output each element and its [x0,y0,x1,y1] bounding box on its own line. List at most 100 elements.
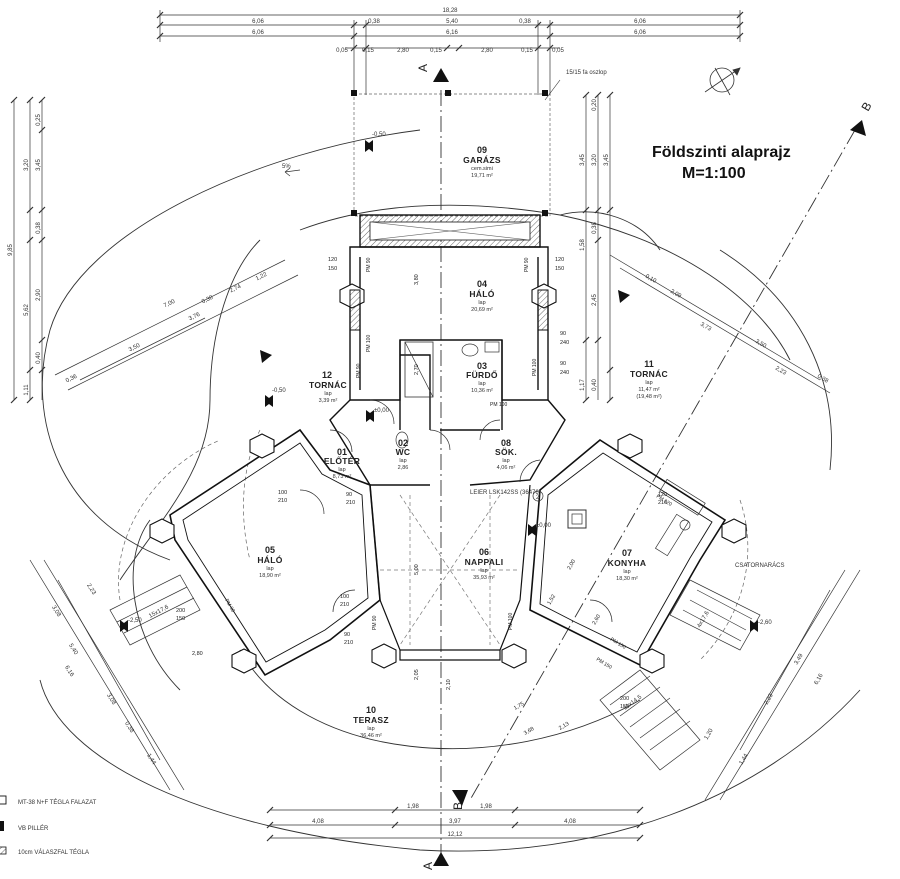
stairs-left [109,574,201,646]
legend-item-partition: 10cm VÁLASZFAL TÉGLA [0,846,89,856]
svg-text:2,80: 2,80 [481,48,493,54]
porch-columns [149,283,747,674]
svg-text:PM 90: PM 90 [223,598,236,614]
svg-text:lap: lap [478,381,485,387]
svg-text:KONYHA: KONYHA [608,558,647,568]
svg-text:±0,00: ±0,00 [536,523,552,529]
room-label-hall: 01 ELŐTÉR lap 8,73 m² [324,447,360,480]
svg-text:150: 150 [555,266,564,272]
svg-text:3,76: 3,76 [188,312,202,323]
svg-text:FÜRDŐ: FÜRDŐ [466,369,498,380]
svg-text:3,80: 3,80 [414,274,420,285]
svg-text:4,06 m²: 4,06 m² [497,465,516,471]
right-diagonal-dimensions [609,254,831,394]
svg-text:VB PILLÉR: VB PILLÉR [18,825,49,832]
section-b-bottom-marker [452,790,468,806]
svg-text:36,46 m²: 36,46 m² [360,733,382,739]
right-diagonal-texts: 0,10 2,09 3,73 3,50 2,23 0,38 [644,274,830,385]
left-vertical-dimensions [10,96,46,404]
svg-text:3,39 m²: 3,39 m² [319,398,338,404]
room-label-terrace: 10 TERASZ lap 36,46 m² [353,705,389,739]
svg-text:100: 100 [278,490,287,496]
svg-text:7,00: 7,00 [163,299,177,310]
svg-text:2,13: 2,13 [558,721,570,732]
svg-text:TORNÁC: TORNÁC [309,380,347,390]
svg-text:-0,50: -0,50 [272,388,286,394]
stairs-right [669,579,761,651]
svg-text:120: 120 [658,492,667,498]
svg-text:4x17,6: 4x17,6 [697,610,712,629]
svg-text:B: B [858,100,874,114]
section-b-top-marker [850,120,866,136]
svg-text:PM 100: PM 100 [532,359,538,376]
svg-text:12,12: 12,12 [447,832,463,838]
drawing-scale: M=1:100 [682,165,746,182]
building-walls [169,246,727,677]
svg-text:1,11: 1,11 [24,384,30,396]
svg-text:CSATORNARÁCS: CSATORNARÁCS [735,562,784,569]
room-label-pantry: 08 SÖK. lap 4,06 m² [495,438,517,471]
svg-text:2,00: 2,00 [567,559,578,571]
svg-text:12: 12 [322,370,332,380]
svg-text:2: 2 [536,495,540,501]
svg-text:4,08: 4,08 [312,819,324,825]
section-a-bottom-marker [433,852,449,866]
svg-text:PM 90: PM 90 [372,615,378,630]
svg-text:3,50: 3,50 [128,343,142,354]
svg-text:9,85: 9,85 [8,244,14,256]
svg-text:18,90 m²: 18,90 m² [259,573,281,579]
svg-text:LEIER LSK142SS (36476): LEIER LSK142SS (36476) [470,490,541,496]
svg-text:1,58: 1,58 [580,239,586,251]
svg-text:6,16: 6,16 [63,665,75,679]
svg-text:B: B [451,802,465,810]
svg-text:0,25: 0,25 [36,114,42,126]
svg-text:03: 03 [477,361,487,371]
svg-text:20,69 m²: 20,69 m² [471,307,493,313]
terrain-lines [39,129,861,852]
svg-text:ELŐTÉR: ELŐTÉR [324,455,360,466]
right-vertical-dimensions [582,91,614,404]
svg-text:3,20: 3,20 [592,154,598,166]
svg-text:0,38: 0,38 [123,721,135,735]
svg-text:07: 07 [622,548,632,558]
svg-text:A: A [416,64,430,72]
svg-text:18,30 m²: 18,30 m² [616,576,638,582]
svg-text:04: 04 [477,279,487,289]
svg-text:cem.simi: cem.simi [471,166,493,172]
svg-text:10,36 m²: 10,36 m² [471,388,493,394]
svg-text:HÁLÓ: HÁLÓ [469,288,494,299]
svg-text:10cm VÁLASZFAL TÉGLA: 10cm VÁLASZFAL TÉGLA [18,849,89,856]
svg-text:1,52: 1,52 [547,594,558,606]
svg-text:5,62: 5,62 [24,304,30,316]
svg-text:NAPPALI: NAPPALI [465,557,504,567]
svg-text:6,16: 6,16 [814,672,825,686]
svg-text:1,17: 1,17 [580,379,586,391]
svg-text:2,23: 2,23 [764,692,775,706]
svg-text:1,20: 1,20 [704,727,715,741]
room-label-bathroom: 03 FÜRDŐ lap 10,36 m² [466,361,498,394]
svg-text:PM 90: PM 90 [366,257,372,272]
room-label-bedroom-05: 05 HÁLÓ lap 18,90 m² [257,545,282,579]
right-vertical-texts: 0,20 3,45 3,20 3,45 0,38 1,58 2,45 1,17 … [580,99,610,391]
svg-text:WC: WC [396,447,411,457]
svg-text:90: 90 [560,361,566,367]
level-markers [120,140,758,632]
svg-text:0,40: 0,40 [592,379,598,391]
drawing-title: Földszinti alaprajz [652,144,791,161]
stairs-bottom [599,669,701,771]
svg-text:210: 210 [278,498,287,504]
room-label-garage: 09 GARÁZS cem.simi 19,71 m² [463,145,500,179]
svg-text:3,68: 3,68 [523,726,535,737]
svg-text:120: 120 [328,257,337,263]
left-diagonal-dimensions [54,259,299,391]
top-dimensions [156,10,744,95]
lower-left-diagonal-dimensions [29,559,185,791]
svg-text:1,44: 1,44 [145,753,157,767]
svg-text:90: 90 [560,331,566,337]
legend-item-brick-wall: MT-38 N+F TÉGLA FALAZAT [0,795,97,806]
svg-text:100: 100 [340,594,349,600]
svg-text:PM 90: PM 90 [356,363,362,378]
svg-text:A: A [421,862,435,870]
svg-text:PM 150: PM 150 [595,657,613,671]
